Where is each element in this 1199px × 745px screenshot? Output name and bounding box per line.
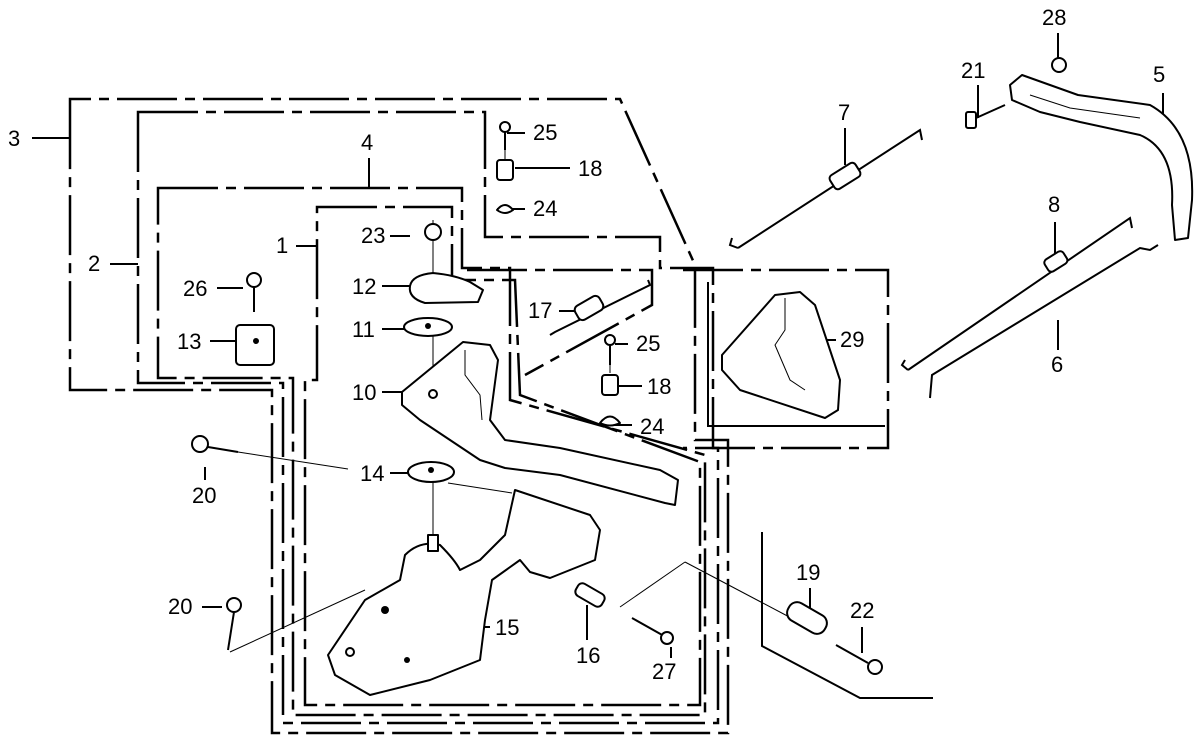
callout-3: 3 [8,126,20,151]
part-stack-upper [496,121,514,214]
part-23-nut [424,223,442,241]
callout-21: 21 [961,58,985,83]
part-13-clip [235,324,275,366]
part-15-base-bracket [327,489,601,696]
callout-16: 16 [576,643,600,668]
part-21-bolt [965,104,1006,129]
part-20-bolt-upper [191,435,239,453]
callout-19: 19 [796,560,820,585]
part-28-nut [1051,57,1067,73]
callout-12: 12 [352,274,376,299]
part-12-cam [408,272,484,304]
callout-20-upper: 20 [192,483,216,508]
callout-23: 23 [361,223,385,248]
callout-11: 11 [352,317,375,342]
callout-28: 28 [1042,5,1066,30]
callout-10: 10 [352,380,376,405]
part-22-bolt [835,644,883,675]
part-7-spring-rod [728,128,923,249]
group-outline-19 [761,532,933,699]
group-outline-4 [156,186,707,717]
part-19-sleeve [786,601,828,635]
part-17-spring [549,279,652,336]
callout-6: 6 [1051,352,1063,377]
callout-25-lower: 25 [636,331,660,356]
callout-7: 7 [838,100,850,125]
callout-2: 2 [88,251,100,276]
callout-24-lower: 24 [640,414,664,439]
callout-26: 26 [183,276,207,301]
callout-18-lower: 18 [647,374,671,399]
group-outline-29 [683,268,890,450]
part-27-bolt [631,617,674,645]
callout-15: 15 [495,615,519,640]
callout-1: 1 [276,233,288,258]
callout-18-upper: 18 [578,156,602,181]
callout-22: 22 [850,598,874,623]
part-16-spring [574,582,606,608]
callout-24-upper: 24 [533,196,557,221]
callout-29: 29 [840,327,864,352]
part-5-lever-arm [1009,74,1194,241]
callout-27: 27 [652,659,676,684]
callout-25-upper: 25 [533,120,557,145]
part-6-rod [929,244,1159,399]
callout-17: 17 [528,298,552,323]
part-stack-lower [599,334,621,427]
group-outline-3 [68,97,730,735]
callout-14: 14 [360,461,384,486]
group-outline-29-inner [707,282,885,427]
part-29-plate [721,291,841,419]
part-20-bolt-lower [226,597,242,651]
callout-20-lower: 20 [168,594,192,619]
callout-4: 4 [361,130,373,155]
callout-8: 8 [1048,192,1060,217]
part-8-spring-rod [900,216,1133,371]
callout-13: 13 [177,329,201,354]
part-26-bolt [246,272,262,312]
leader-lines [32,33,1164,658]
group-outline-1 [303,205,702,707]
group-outline-17 [467,268,654,377]
callout-5: 5 [1153,62,1165,87]
